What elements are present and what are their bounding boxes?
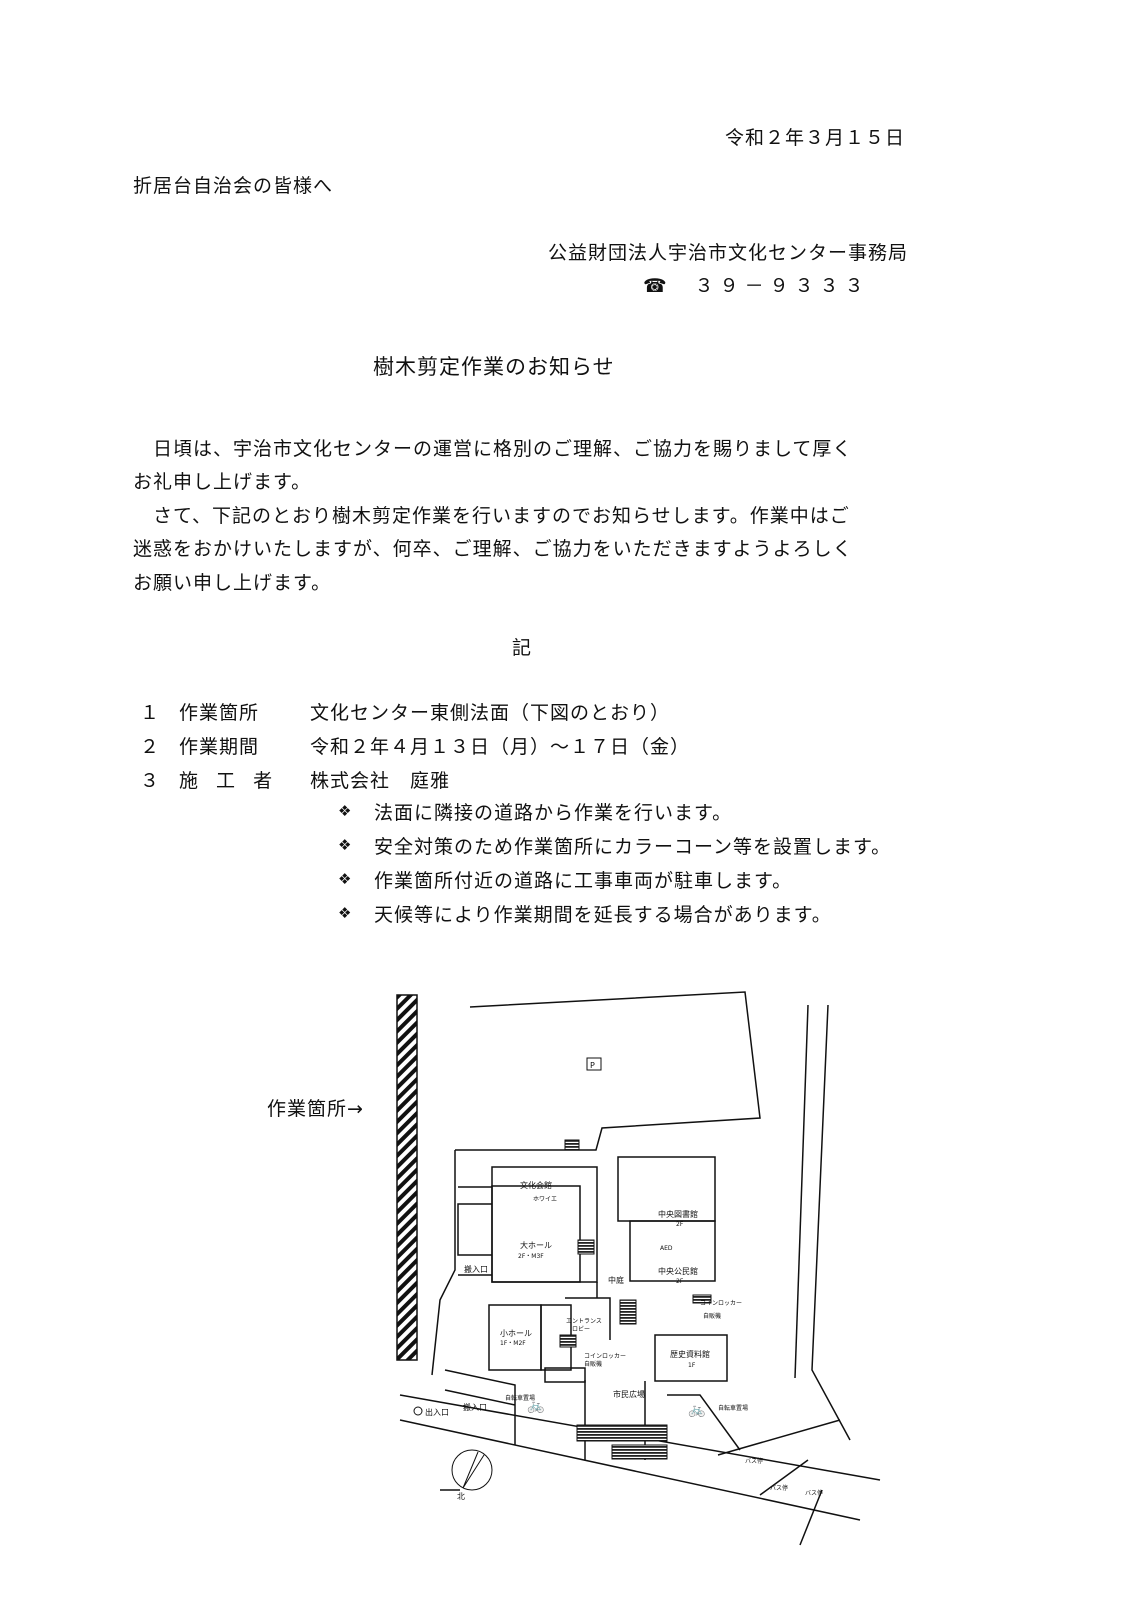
- citizens-plaza-label: 市民広場: [613, 1389, 645, 1399]
- large-hall-label: 大ホール: [520, 1240, 552, 1250]
- road-right: [794, 1004, 809, 1379]
- entrance-lobby-label: ロビー: [572, 1325, 590, 1333]
- item-number: ３: [140, 770, 161, 792]
- courtyard-label: 中庭: [608, 1275, 624, 1285]
- foyer-label: ホワイエ: [533, 1196, 557, 1203]
- vending-machine-label: 自販機: [703, 1312, 721, 1320]
- item-number: １: [140, 702, 161, 724]
- ki-heading: 記: [512, 637, 533, 659]
- body-line: さて、下記のとおり樹木剪定作業を行いますのでお知らせします。作業中はご: [153, 505, 850, 527]
- parking-entrance-label: 出入口: [425, 1407, 449, 1417]
- sender-organization: 公益財団法人宇治市文化センター事務局: [547, 242, 908, 264]
- community-hall: [629, 1220, 716, 1282]
- bullet-icon: ❖: [338, 904, 353, 922]
- parking-entrance-icon: [413, 1406, 423, 1416]
- north-label: 北: [457, 1492, 465, 1501]
- item-value: 株式会社 庭雅: [310, 770, 451, 792]
- addressee: 折居台自治会の皆様へ: [133, 175, 334, 197]
- vending-machine-label: 自販機: [584, 1360, 602, 1368]
- aed-label: AED: [660, 1245, 673, 1252]
- community-hall-floor: 2F: [676, 1278, 684, 1285]
- library-label: 中央図書館: [658, 1209, 698, 1219]
- history-museum: [654, 1334, 728, 1382]
- bicycle-parking-label: 自転車置場: [718, 1404, 748, 1412]
- item-number: ２: [140, 736, 161, 758]
- small-hall-floor: 1F・M2F: [500, 1340, 526, 1347]
- body-line: 日頃は、宇治市文化センターの運営に格別のご理解、ご協力を賜りまして厚く: [153, 438, 853, 460]
- item-label: 施 工 者: [179, 770, 279, 792]
- history-museum-label: 歴史資料館: [670, 1349, 710, 1359]
- sender-phone: ☎ ３９－９３３３: [643, 277, 870, 296]
- bus-stop-label: バス停: [805, 1489, 823, 1497]
- body-line: お願い申し上げます。: [133, 572, 332, 594]
- bicycle-icon: 🚲: [527, 1398, 544, 1414]
- bullet-icon: ❖: [338, 870, 353, 888]
- large-hall: [491, 1185, 581, 1283]
- phone-number: ３９－９３３３: [694, 275, 870, 297]
- body-line: お礼申し上げます。: [133, 471, 312, 493]
- document-date: 令和２年３月１５日: [724, 127, 905, 149]
- parking-icon: P: [590, 1061, 595, 1070]
- bunka-kaikan-label: 文化会館: [520, 1180, 552, 1190]
- note: 天候等により作業期間を延長する場合があります。: [374, 904, 832, 926]
- bus-stop-label: バス停: [745, 1457, 763, 1465]
- work-area-hatch: [396, 994, 418, 1361]
- coin-locker-label: コインロッカー: [700, 1300, 742, 1307]
- bus-stop-label: バス停: [770, 1484, 788, 1492]
- small-hall-label: 小ホール: [500, 1329, 532, 1338]
- item-value: 文化センター東側法面（下図のとおり）: [310, 702, 671, 724]
- item-value: 令和２年４月１３日（月）～１７日（金）: [310, 736, 691, 758]
- coin-locker-label: コインロッカー: [584, 1353, 626, 1360]
- telephone-icon: ☎: [643, 275, 673, 297]
- loading-entrance-label: 搬入口: [463, 1402, 487, 1412]
- history-museum-floor: 1F: [688, 1362, 696, 1369]
- item-label: 作業箇所: [179, 702, 260, 724]
- work-area-label: 作業箇所→: [267, 1098, 364, 1120]
- north-arrow-icon: [451, 1449, 493, 1491]
- bicycle-icon: 🚲: [688, 1402, 705, 1418]
- loading-entrance-label: 搬入口: [464, 1264, 488, 1274]
- library-floor: 2F: [676, 1221, 684, 1228]
- large-hall-floor: 2F・M3F: [518, 1253, 544, 1260]
- bullet-icon: ❖: [338, 802, 353, 820]
- item-label: 作業期間: [179, 736, 260, 758]
- bullet-icon: ❖: [338, 836, 353, 854]
- entrance-lobby-label: エントランス: [566, 1318, 602, 1325]
- note: 作業箇所付近の道路に工事車両が駐車します。: [374, 870, 793, 892]
- page-title: 樹木剪定作業のお知らせ: [373, 355, 615, 379]
- parking-lot-outline: [455, 991, 761, 1151]
- body-line: 迷惑をおかけいたしますが、何卒、ご理解、ご協力をいただきますようよろしく: [133, 538, 853, 560]
- bicycle-parking-label: 自転車置場: [505, 1394, 535, 1402]
- community-hall-label: 中央公民館: [658, 1266, 698, 1276]
- note: 法面に隣接の道路から作業を行います。: [374, 802, 733, 824]
- note: 安全対策のため作業箇所にカラーコーン等を設置します。: [374, 836, 892, 858]
